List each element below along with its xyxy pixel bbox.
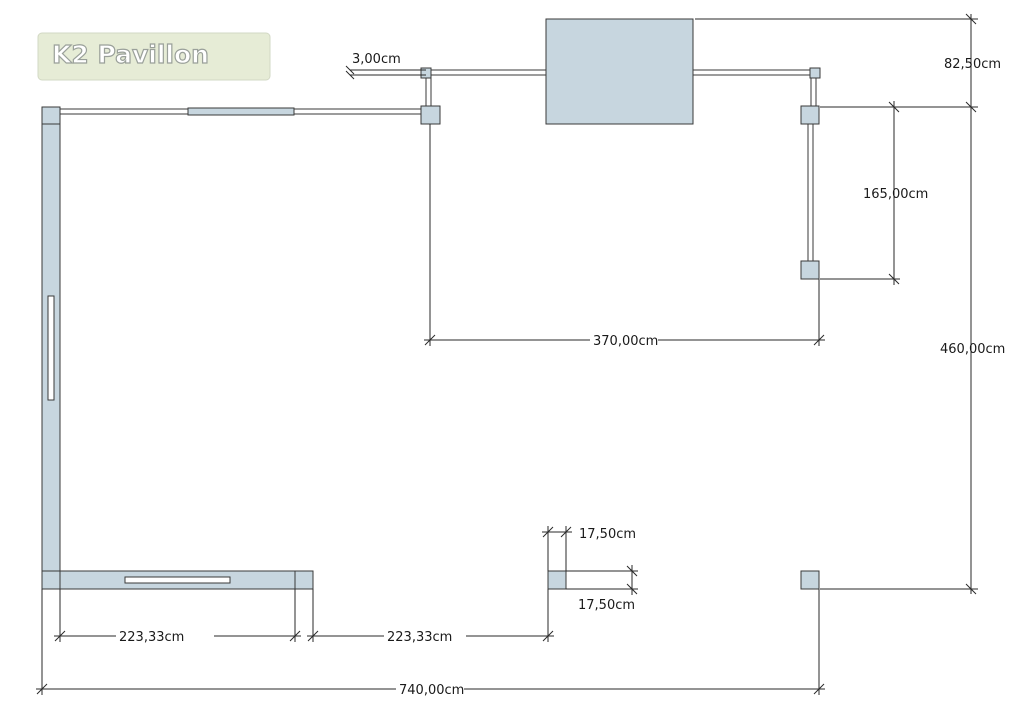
dimension-post-width: 17,50cm: [542, 526, 636, 571]
post-right-top: [800, 105, 820, 125]
corner-post-bottom-left: [41, 570, 61, 590]
label-post-depth: 17,50cm: [578, 598, 635, 613]
dimension-offset-top: 82,50cm: [695, 13, 1001, 113]
label-side-span: 165,00cm: [863, 187, 928, 202]
dimension-total-width: 740,00cm: [36, 589, 825, 698]
k2-pavillon-logo: K2 Pavillon: [37, 32, 271, 81]
upper-rail-post-right: [809, 67, 821, 79]
label-bay-left: 223,33cm: [119, 630, 184, 645]
left-wall-slot: [47, 295, 55, 401]
dimension-bay-middle: 223,33cm: [307, 589, 554, 645]
bottom-wall-slot: [124, 576, 231, 584]
dimension-side-span: 165,00cm: [820, 101, 928, 285]
corner-post-top-left: [41, 106, 61, 125]
dimension-inner-width: 370,00cm: [424, 124, 825, 349]
label-post-width: 17,50cm: [579, 527, 636, 542]
label-total-depth: 460,00cm: [940, 342, 1005, 357]
pavilion-structure: [41, 18, 821, 590]
post-inner-left: [420, 105, 441, 125]
dimension-post-depth: 17,50cm: [566, 565, 638, 613]
logo-background: [37, 32, 271, 81]
right-side-rail: [807, 123, 814, 262]
label-total-width: 740,00cm: [399, 683, 464, 698]
dimension-lines: 3,00cm 82,50cm 165,00cm 460,00cm: [36, 13, 1005, 698]
post-bottom-wall-end: [294, 570, 314, 590]
post-bottom-middle: [547, 570, 567, 590]
dimension-rail-thickness: 3,00cm: [345, 52, 426, 80]
post-bottom-right: [800, 570, 820, 590]
post-right-middle: [800, 260, 820, 280]
logo-text: K2 Pavillon: [52, 40, 209, 69]
label-rail-thickness: 3,00cm: [352, 52, 401, 67]
label-offset-top: 82,50cm: [944, 57, 1001, 72]
label-bay-middle: 223,33cm: [387, 630, 452, 645]
top-rail-panel: [187, 107, 295, 116]
roof-panel-box: [545, 18, 694, 125]
dimension-bay-left: 223,33cm: [54, 589, 301, 645]
dimension-total-depth: 460,00cm: [820, 107, 1005, 595]
label-inner-width: 370,00cm: [593, 334, 658, 349]
